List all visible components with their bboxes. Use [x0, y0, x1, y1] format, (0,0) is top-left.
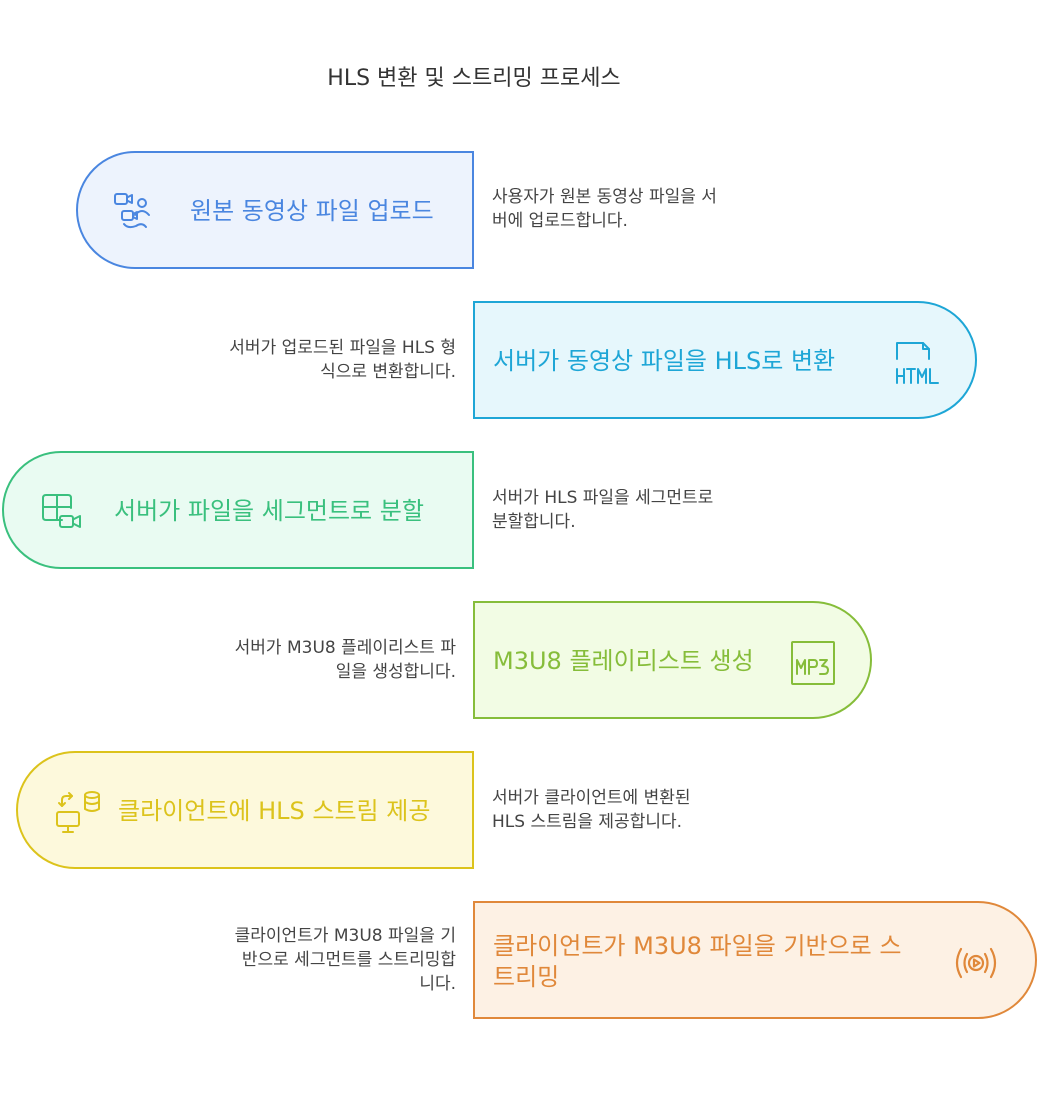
- step-4-description: 서버가 M3U8 플레이리스트 파 일을 생성합니다.: [234, 638, 456, 682]
- step-5-description: 서버가 클라이언트에 변환된 HLS 스트림을 제공합니다.: [492, 788, 691, 832]
- step-1-label: 원본 동영상 파일 업로드: [190, 197, 434, 225]
- step-1-pill: 원본 동영상 파일 업로드: [76, 151, 474, 269]
- streaming-icon: [955, 947, 997, 979]
- client-server-icon: [56, 791, 100, 833]
- video-segment-icon: [42, 494, 81, 528]
- step-6-label: 클라이언트가 M3U8 파일을 기반으로 스 트리밍: [493, 932, 902, 991]
- step-3-pill: 서버가 파일을 세그먼트로 분할: [2, 451, 474, 569]
- step-2-pill: 서버가 동영상 파일을 HLS로 변환: [473, 301, 977, 419]
- step-1-description: 사용자가 원본 동영상 파일을 서 버에 업로드합니다.: [492, 187, 717, 231]
- step-5-pill: 클라이언트에 HLS 스트림 제공: [16, 751, 474, 869]
- step-5-label: 클라이언트에 HLS 스트림 제공: [118, 797, 431, 825]
- step-6-pill: 클라이언트가 M3U8 파일을 기반으로 스 트리밍: [473, 901, 1037, 1019]
- html-file-icon: [896, 342, 939, 384]
- diagram-title: HLS 변환 및 스트리밍 프로세스: [327, 66, 621, 91]
- video-user-icon: [114, 193, 150, 229]
- mp3-file-icon: [791, 641, 835, 685]
- step-6-description: 클라이언트가 M3U8 파일을 기 반으로 세그먼트를 스트리밍합 니다.: [234, 926, 456, 994]
- step-3-description: 서버가 HLS 파일을 세그먼트로 분할합니다.: [492, 488, 714, 532]
- step-4-pill: M3U8 플레이리스트 생성: [473, 601, 872, 719]
- step-3-label: 서버가 파일을 세그먼트로 분할: [114, 497, 424, 525]
- step-4-label: M3U8 플레이리스트 생성: [493, 647, 754, 675]
- step-2-label: 서버가 동영상 파일을 HLS로 변환: [493, 347, 836, 375]
- step-2-description: 서버가 업로드된 파일을 HLS 형 식으로 변환합니다.: [229, 338, 456, 382]
